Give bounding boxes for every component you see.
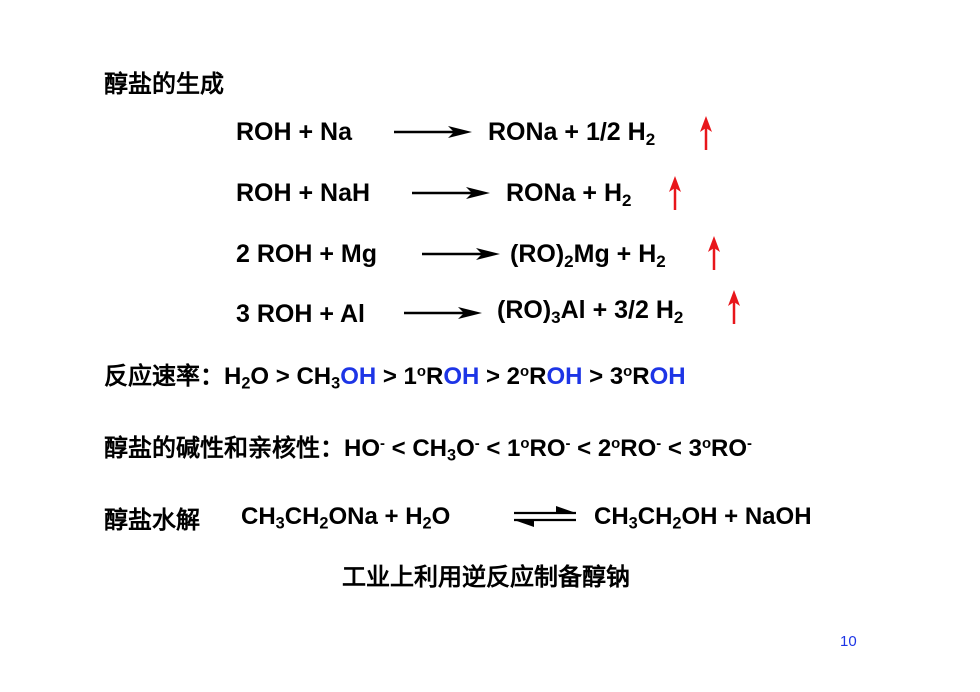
reaction-1-products: RONa + 1/2 H2 xyxy=(488,118,656,149)
reaction-1-reactants: ROH + Na xyxy=(236,118,353,146)
gas-evolution-arrow-icon xyxy=(728,290,740,324)
gas-evolution-arrow-icon xyxy=(700,116,712,150)
page-number: 10 xyxy=(840,633,857,650)
heading-alkoxide-formation: 醇盐的生成 xyxy=(104,70,224,98)
reaction-2-reactants: ROH + NaH xyxy=(236,179,371,207)
reaction-4-reactants: 3 ROH + Al xyxy=(236,300,365,328)
reaction-2-products: RONa + H2 xyxy=(506,179,632,210)
reaction-arrow-icon xyxy=(422,248,500,260)
equilibrium-arrow-icon xyxy=(514,506,576,527)
reaction-3-products: (RO)2Mg + H2 xyxy=(510,240,666,271)
industry-note: 工业上利用逆反应制备醇钠 xyxy=(342,563,630,591)
gas-evolution-arrow-icon xyxy=(708,236,720,270)
reaction-3-reactants: 2 ROH + Mg xyxy=(236,240,377,268)
reaction-rate-line: 反应速率：H2O > CH3OH > 1oROH > 2oROH > 3oROH xyxy=(104,362,686,393)
hydrolysis-products: CH3CH2OH + NaOH xyxy=(594,503,812,533)
gas-evolution-arrow-icon xyxy=(669,176,681,210)
reaction-arrow-icon xyxy=(394,126,472,138)
reaction-arrow-icon xyxy=(404,307,482,319)
hydrolysis-reactants: CH3CH2ONa + H2O xyxy=(241,503,451,533)
reaction-4-products: (RO)3Al + 3/2 H2 xyxy=(497,296,684,327)
hydrolysis-label: 醇盐水解 xyxy=(104,506,200,534)
basicity-nucleophilicity-line: 醇盐的碱性和亲核性：HO- < CH3O- < 1oRO- < 2oRO- < … xyxy=(104,434,752,465)
reaction-arrow-icon xyxy=(412,187,490,199)
